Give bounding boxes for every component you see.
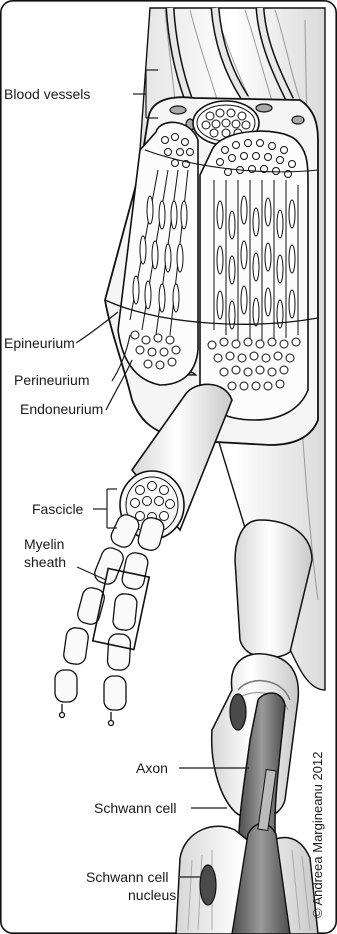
label-blood-vessels: Blood vessels <box>4 86 90 102</box>
label-fascicle: Fascicle <box>32 501 84 517</box>
schwann-nucleus-upper <box>230 694 246 730</box>
label-myelin-line1: Myelin <box>24 536 64 552</box>
label-endoneurium: Endoneurium <box>20 401 103 417</box>
label-schwann-nucleus-line1: Schwann cell <box>86 869 169 885</box>
label-schwann-cell: Schwann cell <box>94 800 177 816</box>
label-schwann-nucleus-line2: nucleus <box>128 887 176 903</box>
copyright-credit: © Andreea Margineanu 2012 <box>310 752 325 918</box>
label-epineurium: Epineurium <box>4 335 75 351</box>
label-myelin-line2: sheath <box>24 554 66 570</box>
fascicle-right <box>200 131 308 420</box>
label-axon: Axon <box>136 760 168 776</box>
label-perineurium: Perineurium <box>14 372 89 388</box>
schwann-nucleus-lower <box>200 865 216 905</box>
